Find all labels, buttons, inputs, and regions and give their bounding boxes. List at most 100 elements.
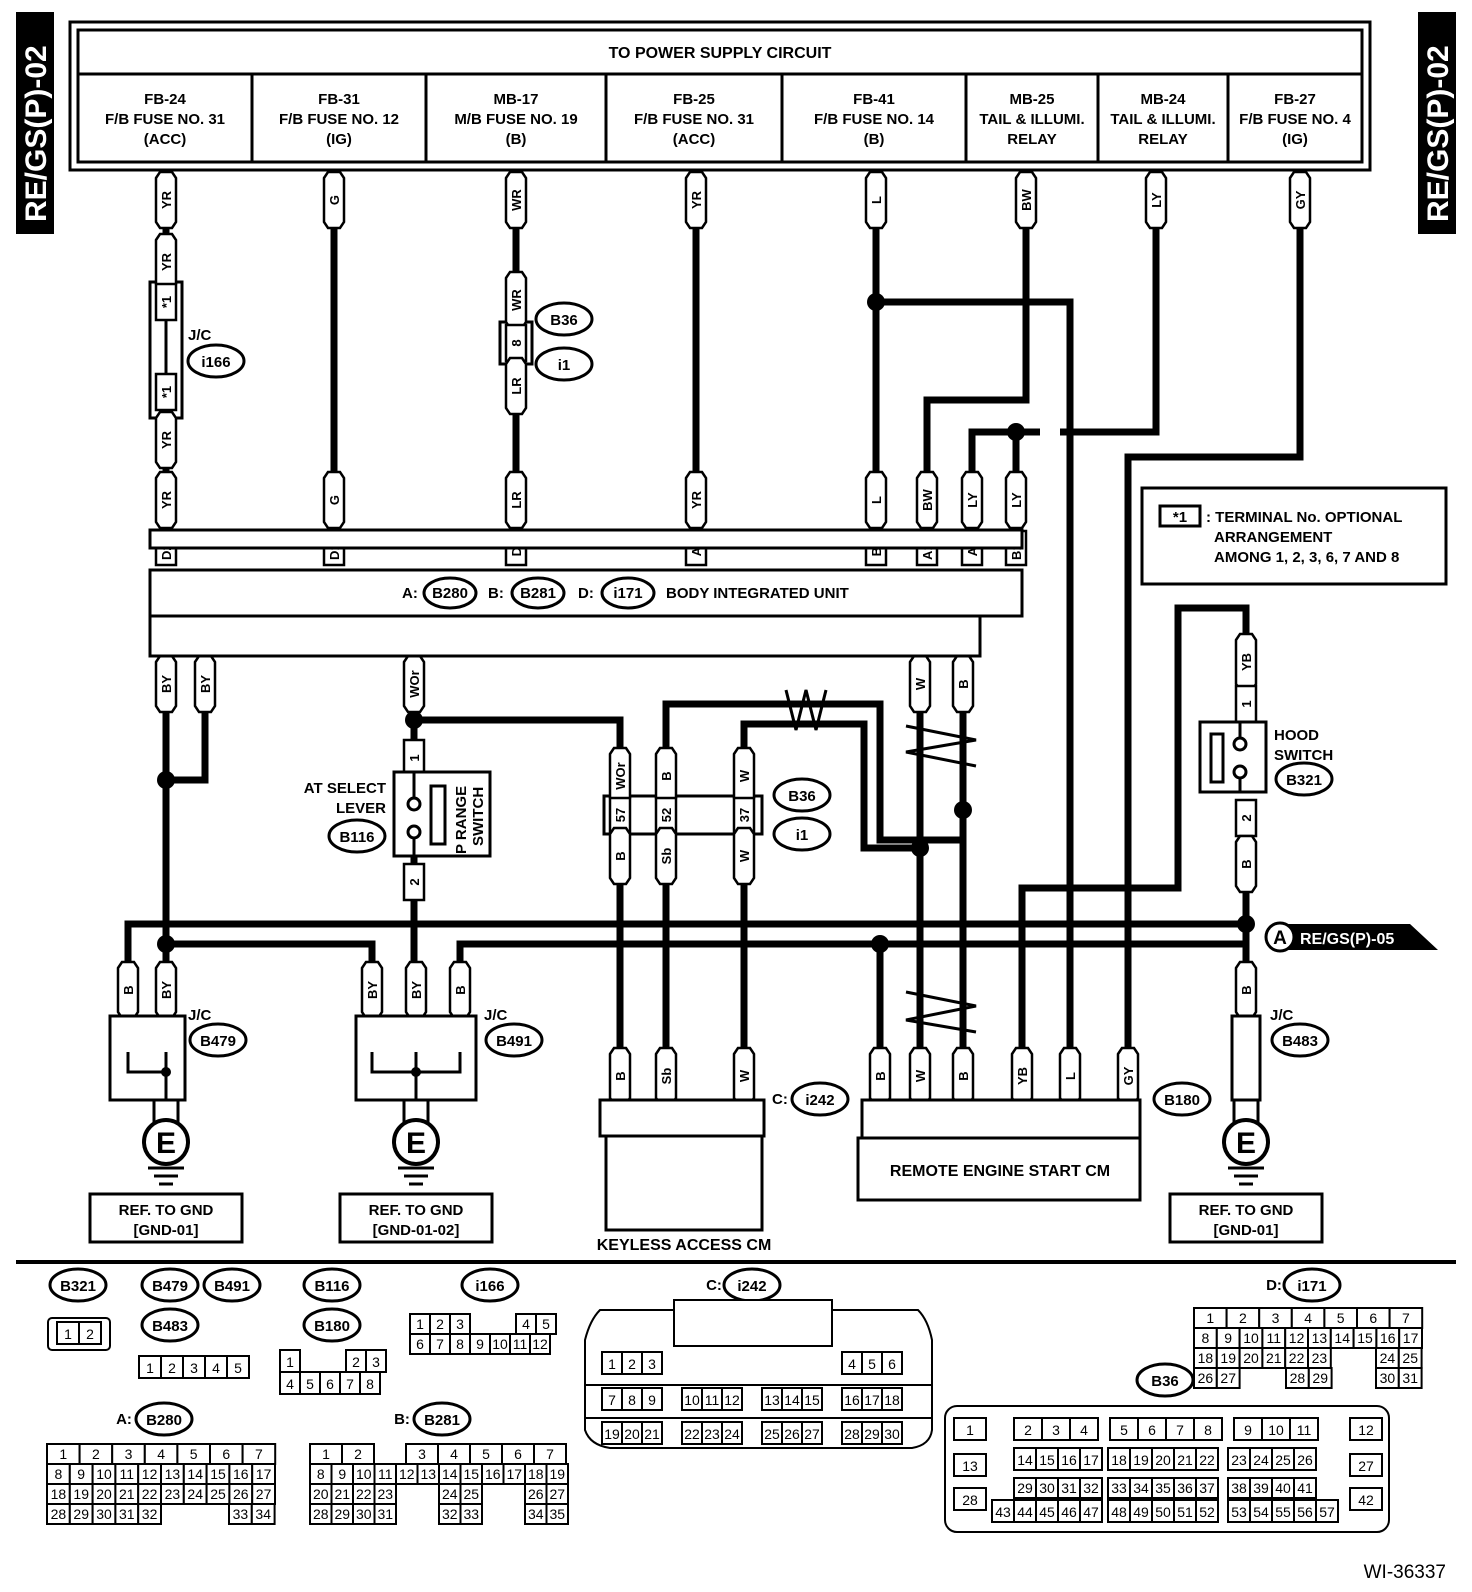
offpage-connector[interactable]: A RE/GS(P)-05 [1264, 921, 1438, 953]
pin-number: 17 [1083, 1452, 1099, 1468]
pin-number: 8 [55, 1466, 63, 1482]
fuse-cell-fb-27[interactable]: FB-27F/B FUSE NO. 4(IG) [1226, 74, 1351, 162]
b180-badge[interactable]: B180 [1152, 1081, 1212, 1117]
i242-badge[interactable]: i242 [790, 1081, 850, 1117]
pin-cell: 2 [341, 1443, 375, 1465]
biu-conn-b-badge[interactable]: B281 [510, 576, 566, 610]
pin-cell: 18 [46, 1483, 71, 1505]
b491-view-badge[interactable]: B491 [202, 1267, 262, 1303]
b36-top-badge[interactable]: B36 [534, 301, 594, 337]
pin-cell: 15 [1352, 1327, 1378, 1349]
side-tab-left[interactable]: RE/GS(P)-02 [16, 12, 54, 234]
pin-number: 4 [522, 1316, 530, 1332]
b36-mid-badge[interactable]: B36 [772, 777, 832, 813]
pin-number: 52 [659, 808, 674, 822]
jc-i166-connector: i166 [201, 354, 230, 371]
pin-cell: 12 [529, 1333, 551, 1355]
connector-id: B180 [314, 1318, 350, 1335]
b479-view-badge[interactable]: B479 [140, 1267, 200, 1303]
jc-i166-badge[interactable]: i166 [186, 343, 246, 379]
wire-w-37 [740, 720, 920, 852]
pin-cell: 7 [1388, 1307, 1424, 1329]
fuse-id: MB-17 [493, 91, 538, 108]
i1-mid-badge[interactable]: i1 [772, 816, 832, 852]
fuse-cell-fb-31[interactable]: FB-31F/B FUSE NO. 12(IG) [250, 74, 399, 162]
b180-view-badge[interactable]: B180 [302, 1307, 362, 1343]
pin-number: 3 [648, 1356, 656, 1372]
note-line-2: ARRANGEMENT [1214, 529, 1332, 546]
pin-number: 19 [1133, 1452, 1149, 1468]
b321-view-badge[interactable]: B321 [48, 1267, 108, 1303]
jc-badge-b491[interactable]: B491 [484, 1022, 544, 1058]
i242-view-badge[interactable]: i242 [722, 1267, 782, 1303]
fuse-cell-fb-41[interactable]: FB-41F/B FUSE NO. 14(B) [780, 74, 935, 162]
wire-ly [1060, 178, 1160, 436]
wire-color-text: WR [509, 189, 524, 211]
b321-badge[interactable]: B321 [1274, 761, 1334, 797]
b116-badge[interactable]: B116 [327, 818, 387, 854]
fuse-cell-fb-25[interactable]: FB-25F/B FUSE NO. 31(ACC) [604, 74, 754, 162]
ref-to-gnd-box[interactable]: REF. TO GND[GND-01] [1168, 1192, 1324, 1244]
pin-cell: 53 [1227, 1499, 1251, 1523]
side-tab-left-label: RE/GS(P)-02 [20, 45, 53, 222]
biu-bottom-wire-label: W [908, 654, 932, 714]
pin-cell: 6 [501, 1443, 535, 1465]
biu-conn-a-badge[interactable]: B280 [422, 576, 478, 610]
pin-number: 14 [1017, 1452, 1033, 1468]
fuse-cell-mb-17[interactable]: MB-17M/B FUSE NO. 19(B) [424, 74, 578, 162]
wire-ground-bus-1 [124, 920, 1246, 1000]
ref-line-1: REF. TO GND [1199, 1202, 1294, 1219]
offpage-ref: RE/GS(P)-05 [1300, 931, 1394, 948]
biu-conn-d-badge[interactable]: i171 [600, 576, 656, 610]
fuse-cell-fb-24[interactable]: FB-24F/B FUSE NO. 31(ACC) [105, 91, 225, 148]
pin-cell: 30 [1375, 1367, 1400, 1389]
jc-label: J/C [188, 1007, 212, 1024]
b281-view-badge[interactable]: B281 [412, 1401, 472, 1437]
side-tab-right[interactable]: RE/GS(P)-02 [1418, 12, 1456, 234]
pin-number: 29 [1017, 1480, 1033, 1496]
pin-number: 29 [334, 1506, 350, 1522]
jc-label: J/C [484, 1007, 508, 1024]
jc-badge-b483[interactable]: B483 [1270, 1022, 1330, 1058]
biu-top-wire-label: LR [504, 470, 528, 530]
pin-number: 8 [1202, 1330, 1210, 1346]
b116-view-badge[interactable]: B116 [302, 1267, 362, 1303]
pin-number: 55 [1275, 1504, 1291, 1520]
keyless-conn-prefix: C: [772, 1091, 788, 1108]
wire-gy [1124, 178, 1304, 1100]
pin-cell: 21 [641, 1421, 663, 1445]
pin-cell: 24 [438, 1483, 462, 1505]
pin-number: 14 [1334, 1330, 1350, 1346]
pin-number: 11 [1297, 1422, 1312, 1438]
wire-color-text: YB [1239, 653, 1254, 671]
jc-wire-label: B [448, 960, 472, 1020]
wire-bw-a16 [923, 178, 1030, 530]
wire-color-text: GY [1121, 1066, 1136, 1085]
ref-to-gnd-box[interactable]: REF. TO GND[GND-01] [88, 1192, 244, 1244]
pin-number: 53 [1231, 1504, 1247, 1520]
pin-number: 15 [804, 1392, 820, 1408]
jc-badge-b479[interactable]: B479 [188, 1022, 248, 1058]
b280-view-badge[interactable]: B280 [134, 1401, 194, 1437]
i166-view-badge[interactable]: i166 [460, 1267, 520, 1303]
i1-top-badge[interactable]: i1 [534, 346, 594, 382]
pin-cell: 31 [373, 1503, 397, 1525]
pin-number: 10 [1268, 1422, 1284, 1438]
pin-number: 12 [1358, 1422, 1374, 1438]
pin-cell: 13 [953, 1453, 987, 1477]
pin-number: 2 [168, 1360, 176, 1376]
ref-to-gnd-box[interactable]: REF. TO GND[GND-01-02] [338, 1192, 494, 1244]
wire-color-text: L [1063, 1072, 1078, 1080]
pin-cell: 12 [1349, 1417, 1383, 1441]
pin-number: 11 [513, 1336, 528, 1352]
i171-view-badge[interactable]: i171 [1282, 1267, 1342, 1303]
pin-number: 26 [528, 1486, 544, 1502]
b36-view-badge[interactable]: B36 [1135, 1362, 1195, 1398]
pin-number: 34 [255, 1506, 271, 1522]
pin-number: 31 [1402, 1370, 1418, 1386]
pin-number: 42 [1358, 1492, 1374, 1508]
jc-connector: B491 [496, 1033, 532, 1050]
b483-view-badge[interactable]: B483 [140, 1307, 200, 1343]
